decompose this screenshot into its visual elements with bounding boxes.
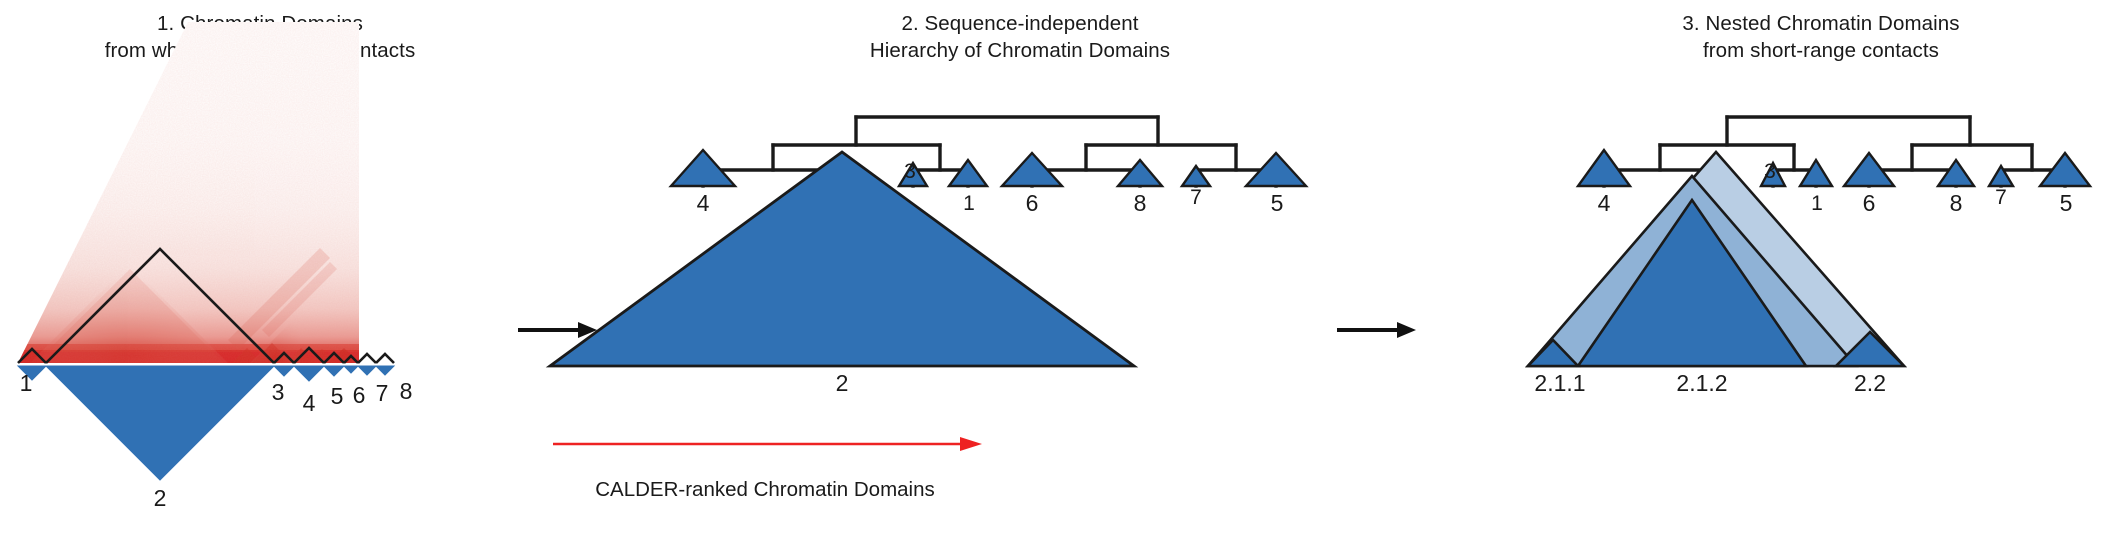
leaf-label-1: 1 <box>963 192 975 215</box>
leaf-triangle-7 <box>1986 163 2016 188</box>
panel-1-number: 1. <box>157 12 175 35</box>
leaf-label-4: 4 <box>1597 190 1611 216</box>
hierarchy-dendrogram-svg <box>545 115 1309 451</box>
panel-2-title-line1: Sequence-independent <box>924 12 1139 35</box>
domain-label-8: 8 <box>399 378 413 404</box>
domain-triangle-2 <box>44 365 276 481</box>
leaf-label-1: 1 <box>1811 192 1823 215</box>
leaf-triangle-3 <box>896 160 930 188</box>
leaf-label-6: 6 <box>1025 190 1039 216</box>
nested-label-2-1-1: 2.1.1 <box>1534 370 1586 396</box>
domain-triangle-1 <box>16 365 48 381</box>
leaf-triangles <box>668 148 1309 188</box>
leaf-label-6: 6 <box>1862 190 1876 216</box>
calder-ranked-arrow <box>553 437 982 451</box>
domain-label-1: 1 <box>19 370 33 396</box>
panel-chromatin-domains: 1. Chromatin Domains from whole-chromoso… <box>0 0 520 538</box>
nested-label-2-1-2: 2.1.2 <box>1676 370 1728 396</box>
hic-heatmap <box>18 22 359 363</box>
leaf-label-8: 8 <box>1949 190 1963 216</box>
domain-triangle-6 <box>342 365 360 374</box>
panel-2-title: 2. Sequence-independent Hierarchy of Chr… <box>680 10 1360 64</box>
dendrogram <box>1602 115 2067 188</box>
leaf-label-7: 7 <box>1995 186 2007 209</box>
panel-3-title-line1: Nested Chromatin Domains <box>1705 12 1960 35</box>
leaf-triangle-6 <box>1841 151 1897 188</box>
domain-triangle-4 <box>292 365 326 382</box>
big-domain-label-2: 2 <box>835 370 849 396</box>
leaf-label-7: 7 <box>1190 186 1202 209</box>
panel-nested-domains: 3. Nested Chromatin Domains from short-r… <box>1520 0 2122 538</box>
domain-label-2: 2 <box>153 485 167 511</box>
leaf-label-5: 5 <box>2059 190 2073 216</box>
leaf-triangle-3 <box>1759 160 1787 188</box>
leaf-triangle-1 <box>946 157 990 188</box>
domain-label-7: 7 <box>375 380 389 406</box>
leaf-triangle-5 <box>2037 151 2093 188</box>
domain-label-4: 4 <box>302 390 316 416</box>
domain-triangle-8 <box>374 365 396 376</box>
panel-hierarchy: 2. Sequence-independent Hierarchy of Chr… <box>520 0 1520 538</box>
leaf-label-5: 5 <box>1270 190 1284 216</box>
leaf-label-4: 4 <box>696 190 710 216</box>
leaf-triangle-5 <box>1243 151 1309 188</box>
calder-arrow-caption: CALDER-ranked Chromatin Domains <box>595 478 935 501</box>
domain-triangles-blue <box>16 365 396 481</box>
panel-3-figure <box>1520 0 2122 538</box>
domain-label-5: 5 <box>330 383 344 409</box>
leaf-triangle-7 <box>1179 163 1213 188</box>
leaf-triangle-8 <box>1115 158 1165 188</box>
leaf-triangle-1 <box>1797 157 1835 188</box>
domain-label-3: 3 <box>271 379 285 405</box>
domain-triangle-3 <box>272 365 296 377</box>
panel-3-title-line2: from short-range contacts <box>1702 39 1940 62</box>
leaf-triangle-4 <box>668 148 738 188</box>
panel-2-title-line2: Hierarchy of Chromatin Domains <box>869 39 1171 62</box>
panel-3-title: 3. Nested Chromatin Domains from short-r… <box>1520 10 2122 64</box>
leaf-label-8: 8 <box>1133 190 1147 216</box>
panel-3-number: 3. <box>1682 12 1700 35</box>
panel-2-number: 2. <box>901 12 919 35</box>
nested-dendrogram-svg <box>1524 115 2093 368</box>
leaf-label-3: 3 <box>904 160 916 183</box>
nested-triangle-2-1-2 <box>1575 197 1809 368</box>
nested-triangle-2-2 <box>1832 330 1908 368</box>
leaf-triangles <box>1575 147 2093 188</box>
domain-label-6: 6 <box>352 382 366 408</box>
hic-contact-map-svg <box>16 22 396 481</box>
domain-outlines <box>17 247 395 364</box>
domain-triangle-5 <box>322 365 346 377</box>
big-domain-triangle-2 <box>545 150 1139 368</box>
domain-triangle-7 <box>356 365 378 376</box>
panel-2-figure <box>520 0 1520 538</box>
leaf-triangle-8 <box>1935 157 1977 188</box>
leaf-label-3: 3 <box>1764 160 1776 183</box>
nested-label-2-2: 2.2 <box>1854 370 1886 396</box>
panel-1-figure <box>0 0 520 538</box>
leaf-triangle-4 <box>1575 147 1633 188</box>
leaf-triangle-6 <box>999 151 1065 188</box>
nested-triangle-2-1-1 <box>1524 338 1582 368</box>
